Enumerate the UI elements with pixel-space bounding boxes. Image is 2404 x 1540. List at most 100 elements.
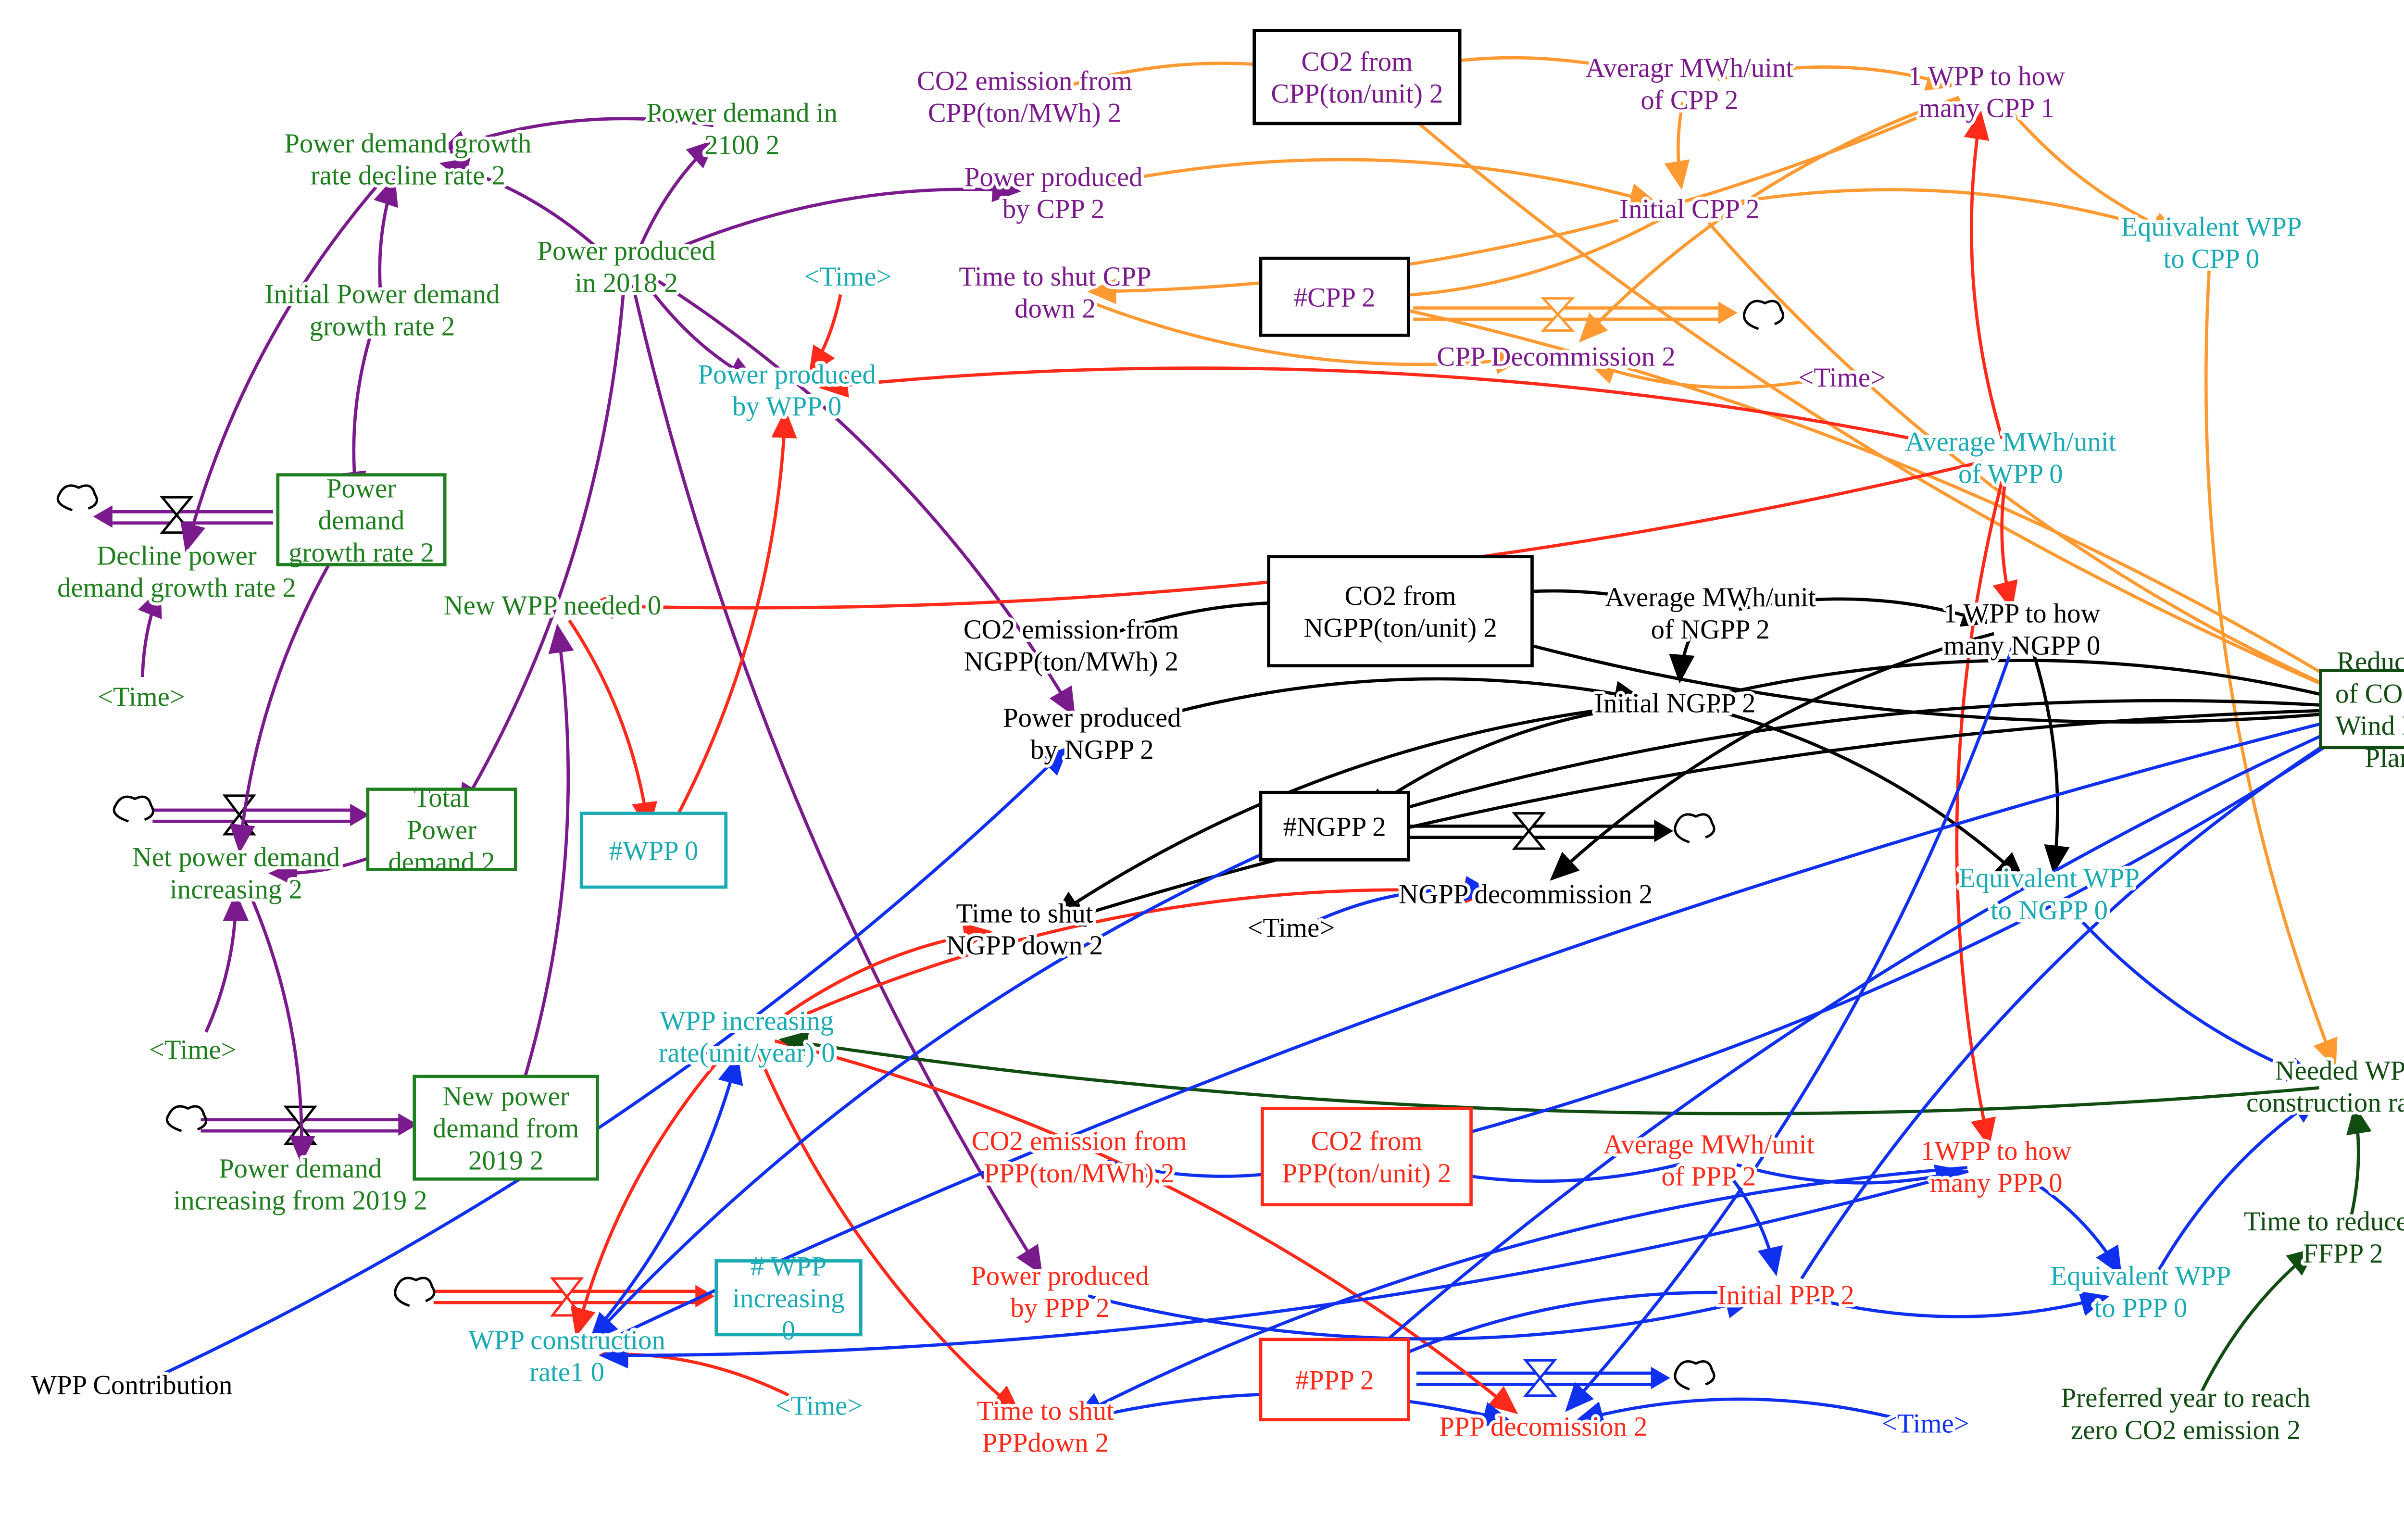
initial-cpp-label: Initial CPP 2 [1619,194,1759,225]
link-power-demand-growth-stock-to-net-power-demand-increasing [229,535,347,854]
link-power-produced-ppp-to-initial-ppp [1088,1293,1755,1341]
link-time-ngpp-to-ngpp-decommission [1317,876,1494,922]
link-power-produced-ngpp-to-initial-ngpp [1119,677,1644,729]
cpp-stock-box[interactable] [1259,256,1410,337]
time-g1-label: <Time> [98,682,185,712]
link-time-shut-cpp-to-cpp-decommission [1081,297,1525,375]
reduction-co2-box[interactable] [2319,669,2404,750]
cloud-icon [394,1277,436,1307]
link-initial-power-demand-growth-to-power-demand-growth-decline [374,176,399,291]
wpp-increasing-stock-box[interactable] [714,1259,863,1337]
link-co2-from-cpp-to-reduction-co2 [1378,88,2364,702]
cloud-icon [1742,300,1785,330]
link-wpp-to-cpp-to-cpp-decommission [1578,96,1960,343]
link-wpp-to-ngpp-to-equiv-wpp-ngpp [2030,646,2070,875]
new-power-demand-2019-box[interactable] [413,1075,599,1181]
link-initial-ngpp-to-ngpp-stock [1361,703,1647,816]
link-wpp-increasing-rate-to-wpp-construction-rate [570,1049,728,1337]
link-wpp-stock-to-power-produced-wpp [666,409,797,835]
link-power-produced-2018-to-power-produced-ngpp [650,275,1076,717]
link-time-g1-to-decline-power-demand-growth [138,588,162,677]
initial-ppp-label: Initial PPP 2 [1717,1280,1854,1311]
time-g2-label: <Time> [149,1035,237,1065]
ngpp-stock-label[interactable]: #NGPP 2 [1283,812,1386,842]
power-demand-growth-stock-box[interactable] [276,473,447,566]
cloud-icon [113,795,154,823]
link-equiv-wpp-ppp-to-needed-wpp-construction [2154,1096,2321,1276]
ppp-stock-label[interactable]: #PPP 2 [1295,1365,1374,1395]
link-average-mwh-ngpp-to-wpp-to-ngpp [1738,597,1991,627]
link-wpp-to-cpp-to-time-shut-cpp [1087,98,1961,304]
time-cyan-top-label: <Time> [804,262,892,292]
ngpp-decommission-label: NGPP decommission 2 [1399,879,1653,909]
link-initial-ngpp-to-time-shut-ngpp [1052,703,1647,919]
link-wpp-to-ppp-to-time-shut-ppp [1074,1166,1967,1418]
co2-from-ppp-box[interactable] [1261,1107,1473,1207]
time-ngpp-label: <Time> [1248,913,1335,943]
cloud-icon [1674,1360,1715,1390]
wpp-stock-label[interactable]: #WPP 0 [609,836,699,866]
link-initial-ppp-to-equiv-wpp-ppp [1813,1291,2110,1318]
link-wpp-contribution-to-power-produced-ngpp [157,746,1069,1378]
co2-from-ngpp-box[interactable] [1267,555,1534,667]
new-wpp-needed-label: New WPP needed 0 [444,590,662,621]
reduction-co2-label[interactable]: Reductionof CO2 byWind FuelPlant [2335,647,2404,773]
link-power-produced-cpp-to-initial-cpp [1081,158,1659,209]
time-blue-label: <Time> [1882,1408,1969,1439]
link-average-mwh-ngpp-to-initial-ngpp [1669,627,1695,684]
link-net-power-demand-increasing-to-power-demand-increasing-2019 [247,889,315,1165]
link-power-demand-2100-to-power-demand-growth-decline [438,117,714,155]
cloud-icon [165,1105,208,1132]
link-equiv-wpp-cpp-to-needed-wpp-construction [2204,261,2338,1068]
link-new-wpp-needed-to-wpp-stock [568,619,658,831]
link-co2-from-ngpp-to-reduction-co2 [1427,615,2361,726]
link-power-produced-2018-to-power-demand-growth-decline [439,158,605,255]
link-wpp-increasing-rate-to-time-shut-ngpp [769,923,993,1027]
co2-from-cpp-box[interactable] [1252,29,1462,125]
link-wpp-increasing-rate-to-ppp-decommission [774,1039,1518,1415]
link-co2-from-ppp-to-reduction-co2 [1394,719,2366,1154]
ppp-stock-box[interactable] [1259,1338,1410,1422]
flow-cpp-decommission [1413,297,1738,332]
wpp-stock-box[interactable] [579,812,728,889]
link-average-mwh-cpp-to-wpp-to-cpp [1717,65,1956,91]
initial-ngpp-label: Initial NGPP 2 [1594,688,1755,718]
time-cpp-label: <Time> [1798,363,1886,393]
link-average-mwh-wpp-to-wpp-to-cpp [1964,110,2004,439]
total-power-demand-box[interactable] [366,788,517,871]
link-time-blue-to-ppp-decommission [1574,1397,1898,1427]
cpp-stock-label[interactable]: #CPP 2 [1294,282,1376,313]
cloud-icon [1674,813,1715,844]
flow-decline-power-demand-growth [93,496,273,534]
link-time-g2-to-net-power-demand-increasing [204,892,249,1033]
ngpp-stock-box[interactable] [1259,790,1410,862]
cloud-icon [56,484,98,512]
